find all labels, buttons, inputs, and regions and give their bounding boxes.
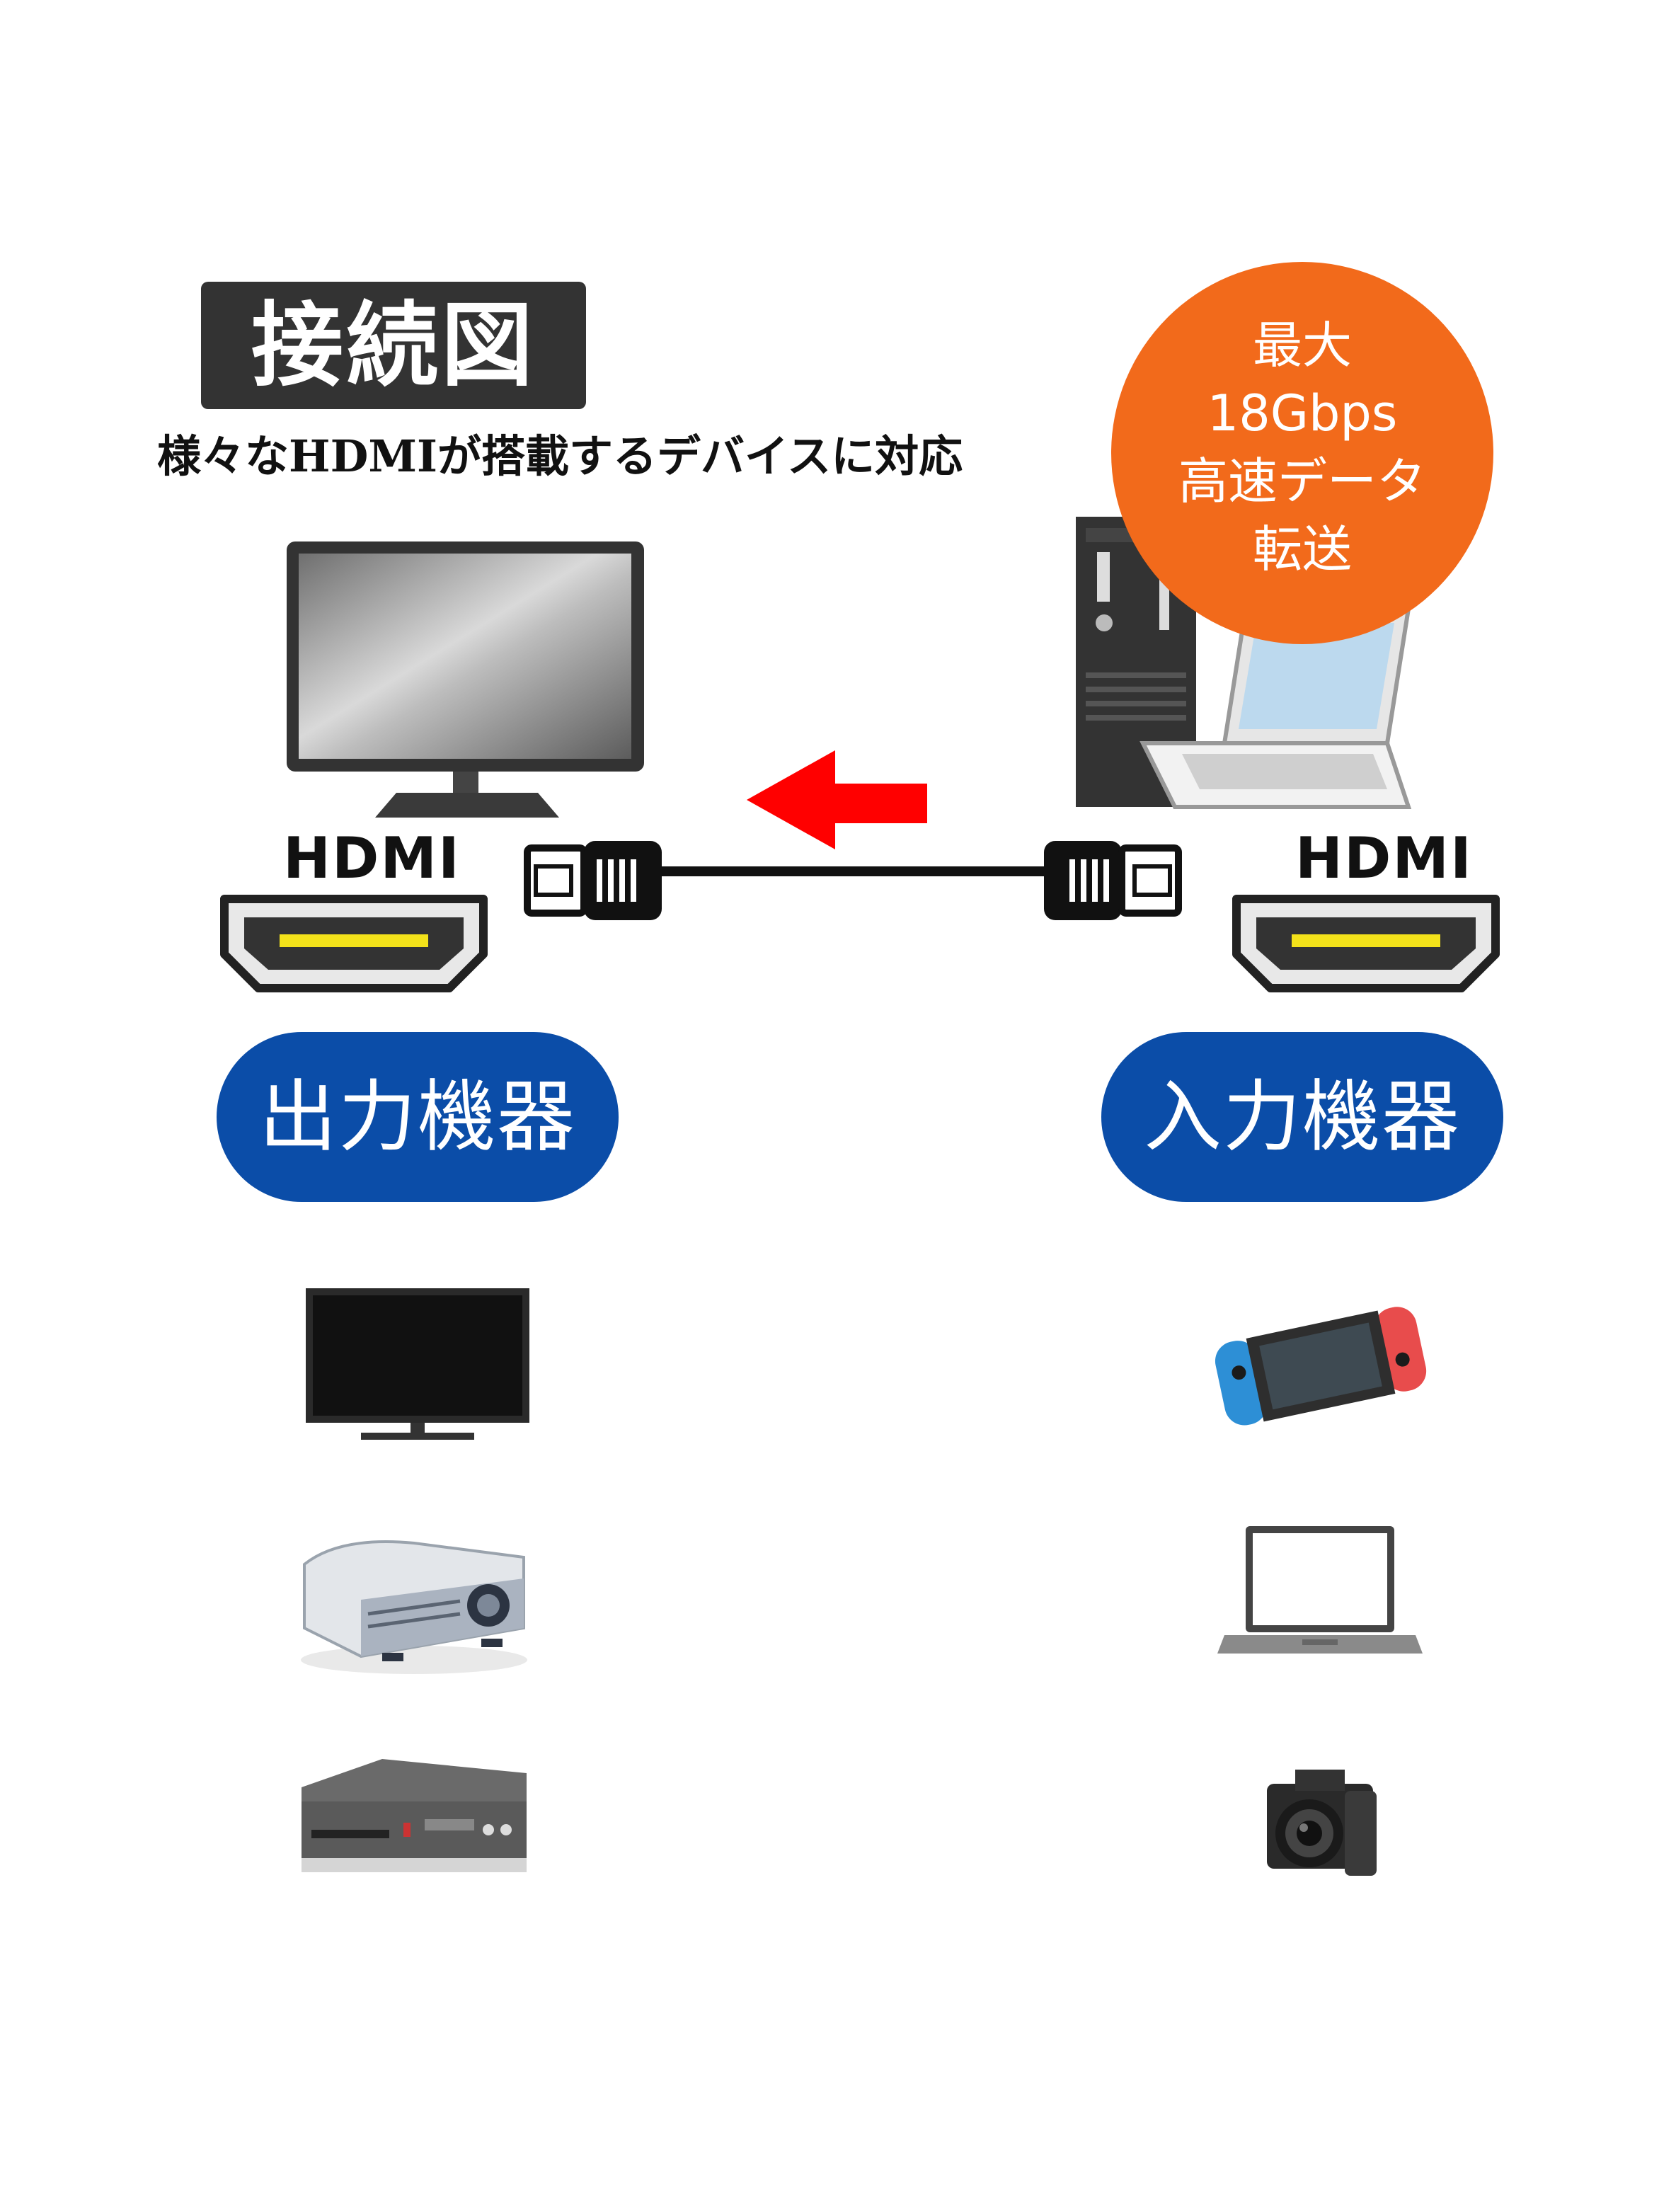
recorder-icon (302, 1759, 527, 1872)
diagram-subtitle: 様々なHDMIが搭載するデバイスに対応 (157, 430, 963, 482)
hdmi-label-right: HDMI (1295, 825, 1473, 891)
hdmi-label-left: HDMI (283, 825, 461, 891)
game-console-icon (1215, 1307, 1427, 1426)
diagram-title: 接続図 (201, 282, 586, 409)
input-devices-label: 入力機器 (1101, 1032, 1503, 1202)
badge-line-1: 最大 (1253, 316, 1352, 374)
tv-icon (306, 1288, 529, 1440)
camera-icon (1267, 1770, 1377, 1876)
monitor-icon (287, 541, 644, 818)
badge-line-3: 高速データ (1178, 452, 1426, 510)
direction-arrow-icon (747, 750, 927, 849)
speed-badge: 最大 18Gbps 高速データ 転送 (1111, 262, 1493, 644)
badge-line-4: 転送 (1253, 520, 1352, 578)
laptop-icon (1217, 1526, 1423, 1654)
desktop-pc-and-laptop-icon (1076, 517, 1412, 809)
cable-plug-left (524, 841, 662, 920)
projector-icon (301, 1540, 527, 1674)
badge-line-2: 18Gbps (1207, 384, 1398, 442)
hdmi-port-icon-left (220, 895, 488, 992)
output-devices-label: 出力機器 (217, 1032, 619, 1202)
cable-plug-right (1044, 841, 1182, 920)
hdmi-port-icon-right (1232, 895, 1500, 992)
hdmi-cable-icon (524, 841, 1182, 920)
